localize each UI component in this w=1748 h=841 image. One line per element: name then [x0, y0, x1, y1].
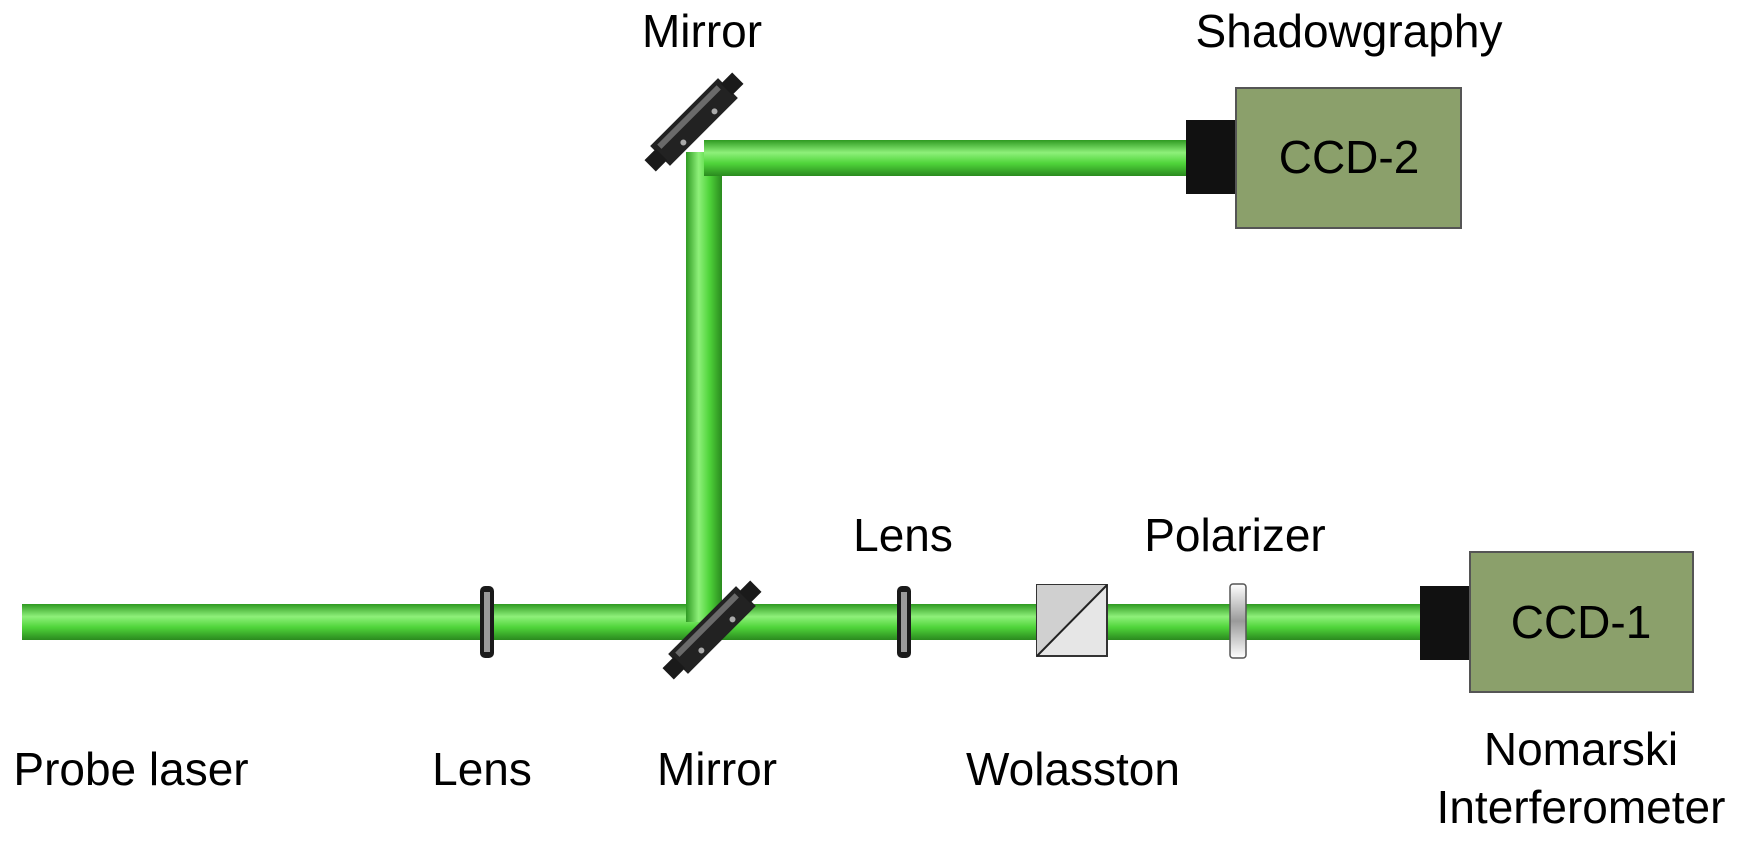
wolasston-prism	[1036, 584, 1108, 657]
probe-laser-label: Probe laser	[13, 743, 249, 795]
ccd1-body	[1469, 551, 1694, 693]
ccd2-label: CCD-2	[1279, 131, 1420, 183]
nomarski-label: Nomarski	[1483, 723, 1679, 775]
interferometer-label: Interferometer	[1436, 781, 1726, 833]
mirror-top-mount	[644, 72, 744, 172]
mirror-bottom-label: Mirror	[656, 743, 778, 795]
mirror-top-label: Mirror	[641, 5, 763, 57]
ccd2-lens	[1186, 120, 1238, 194]
ccd2-body	[1235, 87, 1462, 229]
ccd1-label: CCD-1	[1511, 596, 1652, 648]
shadowgraphy-label: Shadowgraphy	[1195, 5, 1503, 57]
lens-left-element	[480, 586, 494, 658]
mirror-bottom-mount	[662, 580, 762, 680]
ccd1-lens	[1420, 586, 1472, 660]
lens-right-label: Lens	[853, 509, 953, 561]
beam-top-horizontal	[704, 140, 1188, 176]
lens-right-element	[897, 586, 911, 658]
polarizer-label: Polarizer	[1144, 509, 1326, 561]
lens-left-label: Lens	[432, 743, 532, 795]
beam-vertical	[686, 152, 722, 622]
ccd1-camera: CCD-1	[1420, 551, 1694, 693]
polarizer-element	[1229, 583, 1247, 659]
wolasston-label: Wolasston	[966, 743, 1180, 795]
ccd2-camera: CCD-2	[1186, 87, 1462, 229]
